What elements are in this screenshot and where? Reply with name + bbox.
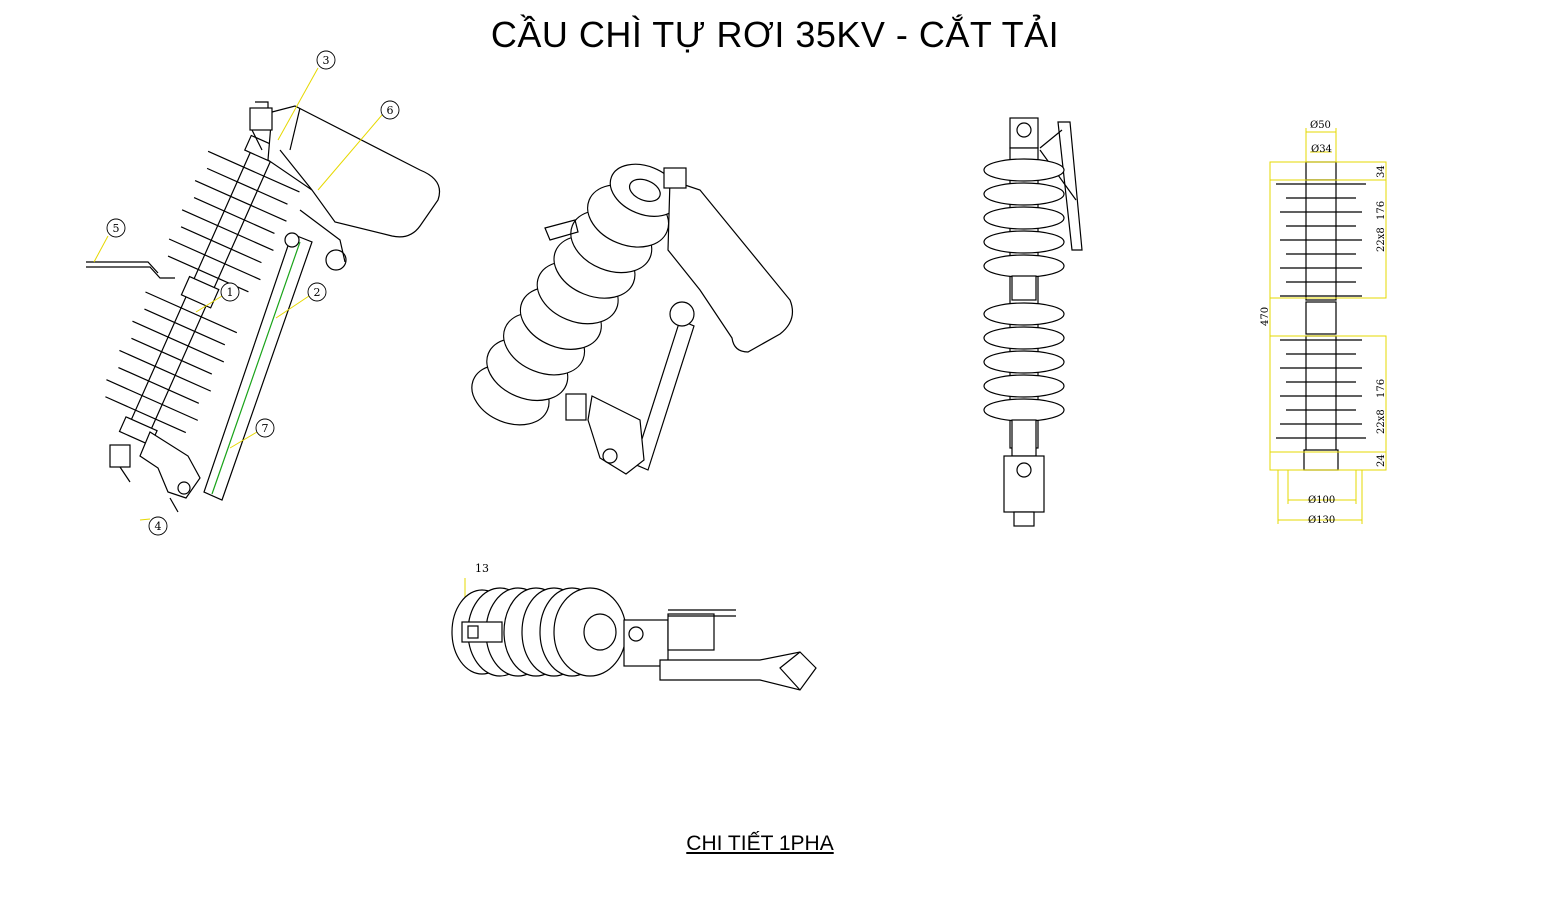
dim-lower-sheds-text: 22x8 [1376, 409, 1387, 434]
front-view [983, 117, 1083, 527]
fuse-tube [203, 233, 313, 501]
dim-top-cap: 34 [1376, 165, 1387, 178]
top-plan-view: 13 [451, 562, 817, 691]
front-bottom-hinge [1003, 455, 1045, 513]
top-contact-hood [267, 105, 441, 238]
callout-13-label: 13 [475, 562, 489, 575]
upper-sheds [167, 150, 300, 293]
dim-bottom-inner: Ø100 [1308, 495, 1335, 506]
lower-sheds [105, 291, 238, 434]
callout-6 [380, 100, 400, 120]
callout-2-label: 2 [314, 286, 321, 299]
dim-lower-section: 176 [1376, 379, 1387, 398]
callout-3 [316, 50, 336, 70]
callout-5 [106, 218, 126, 238]
dim-top-outer: Ø50 [1310, 120, 1331, 131]
callout-1 [220, 282, 240, 302]
isometric-view [471, 163, 793, 475]
callout-6-label: 6 [387, 104, 394, 117]
dim-bottom-outer: Ø130 [1308, 515, 1335, 526]
callout-5-label: 5 [113, 222, 120, 235]
dimensioned-insulator: Ø50 Ø34 Ø100 Ø130 470 34 176 22x8 176 22… [1260, 120, 1387, 526]
callout-4-label: 4 [155, 520, 162, 533]
dim-upper-sheds [1276, 183, 1366, 297]
bottom-hinge [139, 431, 201, 499]
drawing-subtitle: CHI TIẾT 1PHA [686, 832, 834, 855]
iso-bottom-hinge [587, 395, 645, 475]
callout-7-label: 7 [262, 422, 269, 435]
bottom-terminal-bolt [109, 444, 131, 468]
callout-4 [148, 516, 168, 536]
dim-top-inner: Ø34 [1311, 144, 1332, 155]
mounting-bracket [86, 261, 175, 279]
top-terminal-bolt [249, 107, 273, 131]
callout-7 [255, 418, 275, 438]
callout-3-label: 3 [323, 54, 330, 67]
dim-upper-section: 176 [1376, 201, 1387, 220]
callout-2 [307, 282, 327, 302]
plan-pull-ring [659, 651, 817, 691]
side-view-fuse-cutout: 3 6 5 1 2 7 4 [86, 50, 475, 621]
dim-bottom-cap: 24 [1376, 454, 1387, 467]
dim-upper-sheds-text: 22x8 [1376, 227, 1387, 252]
dim-lower-sheds [1276, 339, 1366, 439]
drawing-title: CẦU CHÌ TỰ RƠI 35KV - CẮT TẢI [490, 14, 1060, 55]
callout-1-label: 1 [227, 286, 234, 299]
iso-contact-hood [667, 179, 793, 353]
dim-total-height: 470 [1260, 307, 1271, 326]
